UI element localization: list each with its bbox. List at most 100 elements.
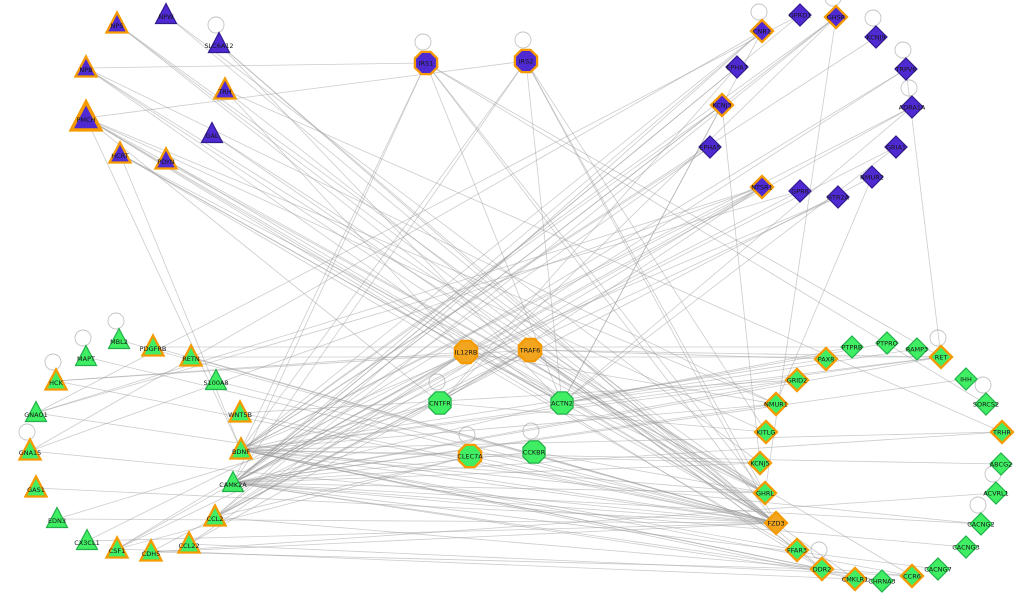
- node-PTPRB[interactable]: PTPRB: [840, 335, 864, 359]
- diamond-node-shape-TRPV6[interactable]: [894, 57, 918, 81]
- diamond-node-shape-HTR2A[interactable]: [826, 185, 850, 209]
- node-CX3CL1[interactable]: CX3CL1: [74, 528, 100, 551]
- node-CACNG7[interactable]: CACNG7: [924, 557, 952, 581]
- diamond-node-shape-CMKLR1[interactable]: [842, 566, 868, 592]
- diamond-node-shape-ACVRL1[interactable]: [984, 481, 1008, 505]
- diamond-node-shape-GPR6[interactable]: [788, 179, 812, 203]
- diamond-node-shape-KITLG[interactable]: [753, 419, 779, 445]
- node-CACNG2[interactable]: CACNG2: [967, 512, 995, 536]
- octagon-node-shape-ACTN2[interactable]: [550, 391, 574, 415]
- node-HCRT[interactable]: HCRT: [107, 140, 133, 164]
- octagon-node-shape-CLEC7A[interactable]: [457, 443, 483, 469]
- triangle-node-shape-PDYN[interactable]: [153, 146, 179, 170]
- diamond-node-shape-NMUR1[interactable]: [763, 391, 789, 417]
- triangle-node-shape-SLC6A12[interactable]: [207, 31, 231, 54]
- node-NMUR2[interactable]: NMUR2: [860, 165, 884, 189]
- triangle-node-shape-HCRT[interactable]: [107, 140, 133, 164]
- triangle-node-shape-CCL22[interactable]: [176, 530, 202, 554]
- diamond-node-shape-SORCS2[interactable]: [974, 392, 998, 416]
- node-NPS[interactable]: NPS: [104, 10, 130, 34]
- diamond-node-shape-RET[interactable]: [928, 344, 954, 370]
- node-GPR6[interactable]: GPR6: [788, 179, 812, 203]
- triangle-node-shape-WNT5B[interactable]: [227, 399, 253, 423]
- node-CHRNA3[interactable]: CHRNA3: [868, 569, 896, 593]
- triangle-node-shape-BDNF[interactable]: [228, 436, 254, 460]
- node-S100A8[interactable]: S100A8: [203, 368, 229, 391]
- triangle-node-shape-CX3CL1[interactable]: [75, 528, 99, 551]
- diamond-node-shape-FZD3[interactable]: [763, 510, 789, 536]
- triangle-node-shape-GNA15[interactable]: [17, 437, 43, 461]
- node-MAPT[interactable]: MAPT: [74, 344, 98, 367]
- node-HTR2A[interactable]: HTR2A: [826, 185, 850, 209]
- triangle-node-shape-PDGFRB[interactable]: [140, 333, 166, 357]
- octagon-node-shape-CNTFR[interactable]: [428, 391, 452, 415]
- node-RET[interactable]: RET: [928, 344, 954, 370]
- triangle-node-shape-NPB[interactable]: [73, 54, 99, 78]
- diamond-node-shape-CNR1[interactable]: [749, 18, 775, 44]
- node-IRS2[interactable]: IRS2: [513, 48, 539, 74]
- octagon-node-shape-IRS1[interactable]: [413, 50, 439, 76]
- triangle-node-shape-RETN[interactable]: [178, 343, 204, 367]
- node-FFAR3[interactable]: FFAR3: [784, 537, 810, 563]
- triangle-node-shape-TRH[interactable]: [212, 76, 238, 100]
- diamond-node-shape-KCNJ5[interactable]: [747, 450, 773, 476]
- node-NPW[interactable]: NPW: [154, 2, 178, 25]
- diamond-node-shape-GHRL[interactable]: [752, 480, 778, 506]
- triangle-node-shape-HCK[interactable]: [43, 367, 69, 391]
- node-GHRL[interactable]: GHRL: [752, 480, 778, 506]
- diamond-node-shape-KCNJ3[interactable]: [709, 92, 735, 118]
- octagon-node-shape-CCKBR[interactable]: [522, 440, 546, 464]
- node-SLC6A12[interactable]: SLC6A12: [204, 31, 234, 54]
- diamond-node-shape-GRIA1[interactable]: [884, 135, 908, 159]
- triangle-node-shape-PMCH[interactable]: [68, 98, 104, 132]
- triangle-node-shape-CCL2[interactable]: [202, 503, 228, 527]
- node-PTPRO[interactable]: PTPRO: [875, 331, 899, 355]
- node-CMKLR1[interactable]: CMKLR1: [842, 566, 869, 592]
- octagon-node-shape-IL12RB[interactable]: [453, 339, 479, 365]
- diamond-node-shape-CCR6[interactable]: [899, 563, 925, 589]
- node-TRH[interactable]: TRH: [212, 76, 238, 100]
- node-TRHR[interactable]: TRHR: [989, 419, 1015, 445]
- node-ACTN2[interactable]: ACTN2: [550, 391, 574, 415]
- triangle-node-shape-CDH5[interactable]: [138, 538, 164, 562]
- diamond-node-shape-NMUR2[interactable]: [860, 165, 884, 189]
- node-ABCG2[interactable]: ABCG2: [989, 452, 1013, 476]
- node-PMCH[interactable]: PMCH: [68, 98, 104, 132]
- diamond-node-shape-CACNG7[interactable]: [926, 557, 950, 581]
- diamond-node-shape-NTSR1[interactable]: [749, 174, 775, 200]
- diamond-node-shape-GRID2[interactable]: [784, 367, 810, 393]
- node-GNA15[interactable]: GNA15: [17, 437, 43, 461]
- diamond-node-shape-PTPRB[interactable]: [840, 335, 864, 359]
- triangle-node-shape-CSF1[interactable]: [104, 535, 130, 559]
- triangle-node-shape-EDN3[interactable]: [45, 506, 69, 529]
- node-CNTFR[interactable]: CNTFR: [428, 391, 452, 415]
- triangle-node-shape-NPS[interactable]: [104, 10, 130, 34]
- node-GAS1[interactable]: GAS1: [23, 474, 49, 498]
- diamond-node-shape-CACNG2[interactable]: [969, 512, 993, 536]
- triangle-node-shape-GAS1[interactable]: [23, 474, 49, 498]
- octagon-node-shape-TRAF6[interactable]: [517, 337, 543, 363]
- node-CCR6[interactable]: CCR6: [899, 563, 925, 589]
- node-NMUR1[interactable]: NMUR1: [763, 391, 789, 417]
- node-KITLG[interactable]: KITLG: [753, 419, 779, 445]
- node-GNAO1[interactable]: GNAO1: [24, 400, 48, 423]
- node-IRS1[interactable]: IRS1: [413, 50, 439, 76]
- node-WNT5B[interactable]: WNT5B: [227, 399, 253, 423]
- diamond-node-shape-ABCG2[interactable]: [989, 452, 1013, 476]
- diamond-node-shape-CHRNA3[interactable]: [870, 569, 894, 593]
- diamond-node-shape-RAMP3[interactable]: [905, 337, 929, 361]
- node-TRPV6[interactable]: TRPV6: [894, 57, 918, 81]
- diamond-node-shape-PAX8[interactable]: [813, 346, 839, 372]
- diamond-node-shape-EPHA7[interactable]: [725, 55, 749, 79]
- diamond-node-shape-KCNJ9[interactable]: [864, 25, 888, 49]
- node-CACNG3[interactable]: CACNG3: [952, 535, 980, 559]
- diamond-node-shape-DDR2[interactable]: [809, 556, 835, 582]
- node-EPHA5[interactable]: EPHA5: [698, 135, 722, 159]
- node-PDGFRB[interactable]: PDGFRB: [140, 333, 167, 357]
- diamond-node-shape-OPRD1[interactable]: [788, 3, 812, 27]
- diamond-node-shape-PTPRO[interactable]: [875, 331, 899, 355]
- node-CCKBR[interactable]: CCKBR: [522, 440, 546, 464]
- triangle-node-shape-GAL[interactable]: [200, 121, 224, 144]
- diamond-node-shape-IHH[interactable]: [954, 367, 978, 391]
- diamond-node-shape-EPHA5[interactable]: [698, 135, 722, 159]
